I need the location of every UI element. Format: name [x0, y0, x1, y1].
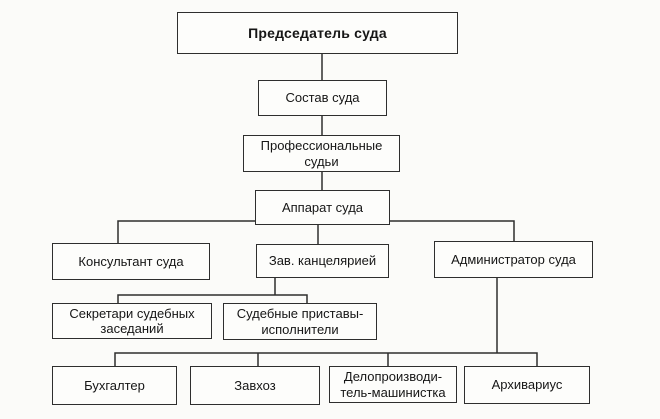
node-archivist: Архивариус: [464, 366, 590, 404]
node-accountant: Бухгалтер: [52, 366, 177, 405]
node-supply-manager: Завхоз: [190, 366, 320, 405]
node-court-apparatus: Аппарат суда: [255, 190, 390, 225]
node-chairman: Председатель суда: [177, 12, 458, 54]
node-court-consultant: Консультант суда: [52, 243, 210, 280]
node-clerk-typist: Делопроизводи- тель-машинистка: [329, 366, 457, 403]
edge-rail-bottom-row: [114, 352, 538, 366]
edge-apparatus-administrator: [390, 220, 515, 241]
edge-apparatus-consultant: [117, 220, 255, 243]
node-court-composition: Состав суда: [258, 80, 387, 116]
node-bailiff-executors: Судебные приставы- исполнители: [223, 303, 377, 340]
node-court-administrator: Администратор суда: [434, 241, 593, 278]
node-chancellery-head: Зав. канцелярией: [256, 244, 389, 278]
edge-chancellery-children: [117, 278, 308, 303]
node-session-secretaries: Секретари судебных заседаний: [52, 303, 212, 339]
node-professional-judges: Профессиональные судьи: [243, 135, 400, 172]
